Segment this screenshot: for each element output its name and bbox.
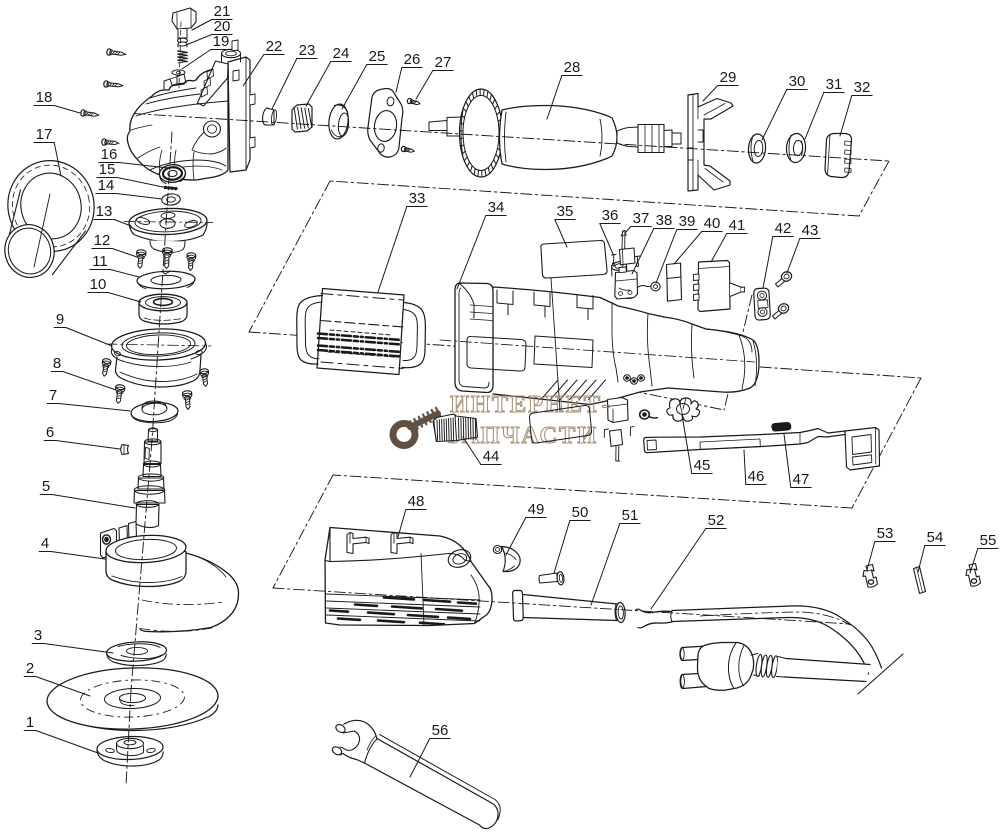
- svg-text:38: 38: [656, 212, 673, 229]
- svg-text:31: 31: [826, 76, 843, 93]
- svg-text:15: 15: [99, 161, 116, 178]
- svg-text:34: 34: [488, 199, 505, 216]
- svg-text:23: 23: [299, 42, 316, 59]
- svg-text:37: 37: [633, 210, 650, 227]
- svg-text:56: 56: [432, 722, 449, 739]
- svg-text:53: 53: [877, 525, 894, 542]
- svg-text:44: 44: [483, 448, 500, 465]
- svg-text:10: 10: [90, 276, 107, 293]
- svg-text:51: 51: [622, 507, 639, 524]
- svg-text:50: 50: [572, 504, 589, 521]
- svg-text:19: 19: [213, 33, 230, 50]
- svg-text:36: 36: [602, 207, 619, 224]
- svg-text:21: 21: [214, 3, 231, 20]
- svg-text:52: 52: [708, 512, 725, 529]
- svg-text:6: 6: [46, 424, 54, 441]
- svg-text:42: 42: [775, 220, 792, 237]
- svg-text:2: 2: [26, 660, 34, 677]
- svg-text:3: 3: [34, 627, 42, 644]
- svg-text:18: 18: [36, 89, 53, 106]
- svg-text:16: 16: [101, 146, 118, 163]
- svg-text:13: 13: [96, 203, 113, 220]
- svg-text:24: 24: [333, 45, 350, 62]
- svg-text:33: 33: [409, 190, 426, 207]
- svg-text:45: 45: [694, 457, 711, 474]
- svg-text:30: 30: [789, 73, 806, 90]
- svg-text:55: 55: [980, 532, 997, 549]
- svg-text:22: 22: [266, 38, 283, 55]
- svg-text:48: 48: [408, 493, 425, 510]
- svg-text:28: 28: [564, 59, 581, 76]
- svg-text:35: 35: [557, 203, 574, 220]
- svg-text:41: 41: [729, 217, 746, 234]
- svg-text:27: 27: [435, 54, 452, 71]
- svg-text:43: 43: [802, 222, 819, 239]
- svg-text:20: 20: [214, 18, 231, 35]
- svg-text:7: 7: [49, 387, 57, 404]
- svg-text:11: 11: [92, 253, 108, 270]
- svg-text:1: 1: [26, 714, 34, 731]
- svg-text:ИНТЕРНЕТ-: ИНТЕРНЕТ-: [450, 391, 612, 418]
- svg-text:47: 47: [793, 471, 810, 488]
- svg-text:9: 9: [56, 311, 64, 328]
- svg-text:14: 14: [98, 177, 115, 194]
- svg-text:40: 40: [704, 215, 721, 232]
- svg-text:4: 4: [41, 535, 49, 552]
- svg-text:26: 26: [404, 51, 421, 68]
- svg-text:17: 17: [36, 126, 53, 143]
- svg-text:49: 49: [528, 501, 545, 518]
- svg-text:46: 46: [748, 468, 765, 485]
- svg-text:12: 12: [94, 232, 111, 249]
- svg-text:29: 29: [720, 69, 737, 86]
- svg-text:25: 25: [369, 48, 386, 65]
- svg-text:5: 5: [42, 478, 50, 495]
- svg-text:32: 32: [854, 79, 871, 96]
- svg-text:54: 54: [927, 529, 944, 546]
- svg-text:8: 8: [53, 355, 61, 372]
- svg-text:39: 39: [679, 213, 696, 230]
